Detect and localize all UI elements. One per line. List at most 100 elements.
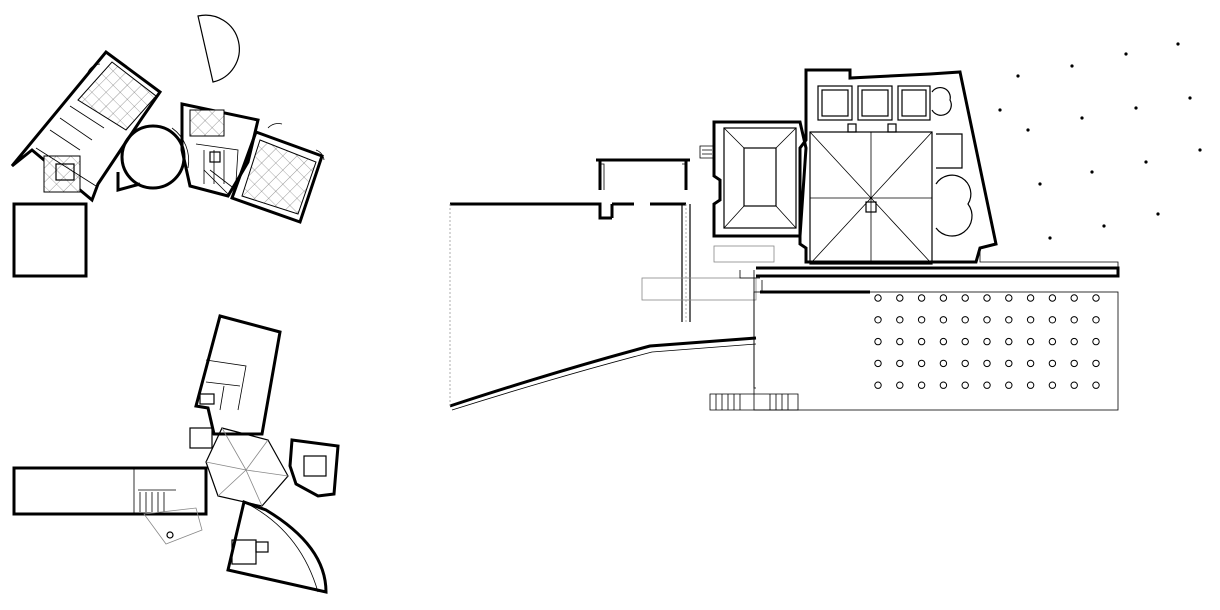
left-wing-fixture xyxy=(55,163,75,181)
column xyxy=(939,294,948,302)
column xyxy=(1048,381,1057,389)
west-wing-partitions xyxy=(133,468,176,514)
column xyxy=(983,316,991,324)
chapel-inner-room xyxy=(743,147,777,207)
west-wing-walls xyxy=(12,466,208,516)
column xyxy=(1026,381,1035,389)
column xyxy=(1092,337,1100,346)
column xyxy=(874,381,882,389)
column xyxy=(1048,337,1057,346)
middle-block-stair xyxy=(203,169,237,197)
column xyxy=(983,381,991,389)
west-wing-stair xyxy=(139,492,165,512)
column xyxy=(896,316,904,324)
main-hall-vault-lines xyxy=(809,131,933,265)
west-wing-terrace xyxy=(143,507,203,545)
column xyxy=(1026,337,1035,346)
column xyxy=(1092,359,1100,368)
chapel-outer-room xyxy=(723,127,797,229)
column xyxy=(939,381,948,389)
north-room-3 xyxy=(897,85,931,121)
east-chapels xyxy=(935,133,973,237)
column xyxy=(1005,294,1013,302)
north-apse xyxy=(931,86,952,116)
middle-block-walls xyxy=(180,102,260,198)
tree-dot xyxy=(1080,116,1084,120)
tree-dot xyxy=(1124,52,1128,56)
column xyxy=(961,359,969,368)
column xyxy=(896,381,904,389)
column xyxy=(983,294,991,302)
pier-2 xyxy=(887,123,897,133)
column xyxy=(1026,359,1035,368)
east-terrace-edge xyxy=(979,248,1119,268)
court-colonnade-edges xyxy=(681,204,691,322)
colonnade-west-wall xyxy=(753,270,763,389)
garage-walls xyxy=(12,202,88,278)
column xyxy=(1092,294,1100,302)
column xyxy=(896,294,904,302)
tree-dot xyxy=(1016,74,1020,78)
colonnade-grid xyxy=(874,294,1100,389)
right-wing-hatched-room xyxy=(241,139,317,215)
column xyxy=(917,294,926,302)
column xyxy=(1070,337,1078,346)
column xyxy=(874,337,882,346)
north-room-1-inner xyxy=(821,89,849,117)
approach-lower-wall xyxy=(449,336,757,408)
round-hall-entry xyxy=(116,172,141,192)
tree-field xyxy=(998,42,1202,240)
column xyxy=(961,316,969,324)
main-hall-center-boss xyxy=(865,201,877,213)
central-hall xyxy=(205,427,289,507)
column xyxy=(1005,337,1013,346)
column xyxy=(1005,359,1013,368)
left-wing-partitions xyxy=(35,105,105,187)
lower-left-plan xyxy=(12,314,340,594)
column xyxy=(896,337,904,346)
approach-lower-edge xyxy=(451,343,757,411)
column xyxy=(1005,316,1013,324)
forecourt-edges xyxy=(600,163,686,190)
left-wing-walls xyxy=(10,49,163,203)
left-wing-hatched-room xyxy=(77,61,157,131)
column xyxy=(896,359,904,368)
column xyxy=(939,337,948,346)
tree-dot xyxy=(1048,236,1052,240)
column xyxy=(1048,294,1057,302)
column xyxy=(1070,294,1078,302)
column xyxy=(1005,381,1013,389)
column xyxy=(874,294,882,302)
central-hall-vault-lines xyxy=(205,427,289,507)
column xyxy=(1070,381,1078,389)
tree-dot xyxy=(1198,148,1202,152)
tree-dot xyxy=(1144,160,1148,164)
south-wing-walls xyxy=(226,500,328,594)
north-room-2-inner xyxy=(861,89,889,117)
tree-dot xyxy=(1090,170,1094,174)
middle-block-fixture xyxy=(209,151,221,163)
column xyxy=(939,359,948,368)
column xyxy=(961,381,969,389)
column xyxy=(1092,316,1100,324)
column xyxy=(874,316,882,324)
central-hall-alcove xyxy=(189,427,213,449)
south-terrace-wall xyxy=(756,266,1120,278)
terrace-step xyxy=(739,270,760,279)
terrace-post xyxy=(166,531,174,539)
forecourt-walls xyxy=(596,158,690,190)
east-room-fixture xyxy=(303,455,327,477)
column xyxy=(939,316,948,324)
column xyxy=(983,337,991,346)
north-room-1 xyxy=(817,85,853,121)
north-wing-partitions xyxy=(205,359,247,411)
column xyxy=(1048,359,1057,368)
column xyxy=(917,359,926,368)
column xyxy=(917,381,926,389)
main-hall-walls xyxy=(798,68,998,264)
tree-dot xyxy=(1176,42,1180,46)
approach-upper-wall xyxy=(450,202,612,220)
column xyxy=(874,359,882,368)
tree-dot xyxy=(1188,96,1192,100)
tree-dot xyxy=(1070,64,1074,68)
